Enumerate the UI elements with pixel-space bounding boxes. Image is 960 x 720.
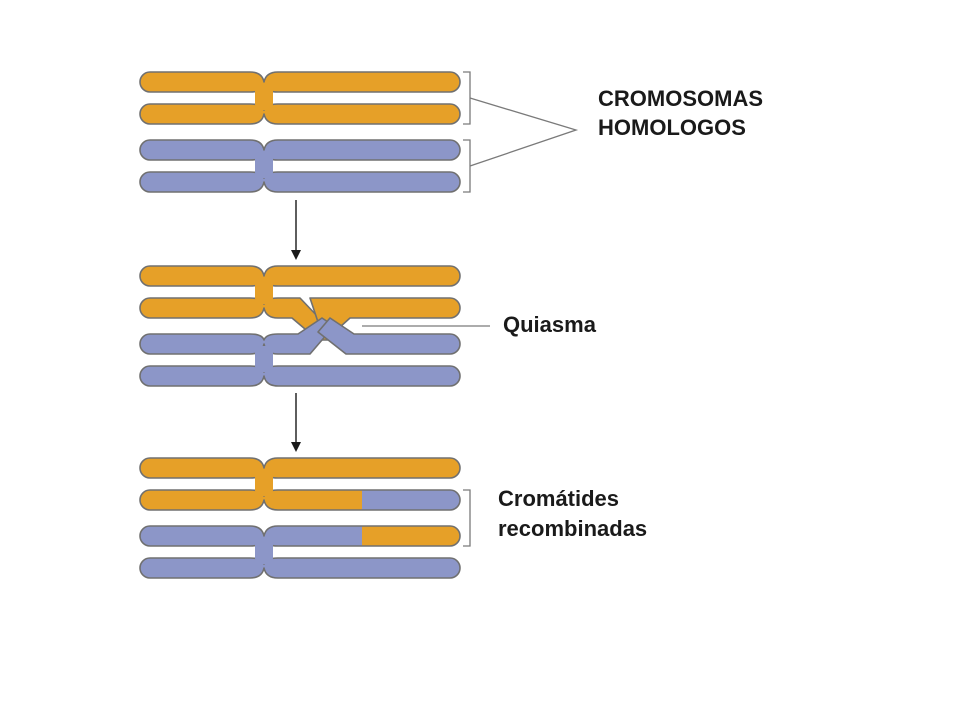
centromere-orange-3	[255, 470, 273, 496]
stage-2-chiasma	[139, 265, 490, 387]
centromere-blue-3	[255, 538, 273, 564]
label-recombined-line1: Cromátides	[498, 486, 620, 511]
recombined-orange-segment	[140, 490, 362, 510]
chromatid-blue-2	[139, 171, 461, 193]
chromatid-blue-1	[139, 139, 461, 161]
label-homologous-line1: CROMOSOMAS	[598, 86, 763, 111]
bracket-orange	[463, 71, 471, 125]
label-recombined-line2: recombinadas	[498, 516, 648, 541]
centromere-orange-2	[255, 278, 273, 304]
recombined-chromatid-orange-blue	[139, 489, 461, 511]
chromatid-orange-outer	[139, 265, 461, 287]
recombined-chromatid-blue-orange	[139, 525, 461, 547]
chromosome-blue-top	[139, 139, 461, 193]
label-homologous-line2: HOMOLOGOS	[598, 115, 746, 140]
centromere-orange	[255, 84, 273, 110]
chromatid-orange-final	[139, 457, 461, 479]
stage-3-recombined	[139, 457, 471, 579]
recombined-blue-segment-2	[140, 526, 362, 546]
bracket-blue	[463, 139, 471, 193]
chromatid-orange-1	[139, 71, 461, 93]
centromere-blue-2	[255, 346, 273, 372]
recombined-orange-segment-2	[362, 526, 460, 546]
chromatid-blue-final	[139, 557, 461, 579]
centromere-blue	[255, 152, 273, 178]
recombined-outline-2	[139, 525, 461, 547]
bracket-recombined	[463, 489, 471, 547]
chromatid-blue-inner-right	[317, 317, 461, 355]
leader-line-homologous	[469, 97, 579, 167]
stage-1-homologous-chromosomes	[139, 71, 579, 193]
recombined-blue-segment	[362, 490, 460, 510]
chromosome-orange-top	[139, 71, 461, 125]
label-chiasma: Quiasma	[503, 312, 596, 337]
chromatid-orange-inner-right	[309, 297, 461, 337]
chromatid-orange-2	[139, 103, 461, 125]
chromatid-blue-outer	[139, 365, 461, 387]
